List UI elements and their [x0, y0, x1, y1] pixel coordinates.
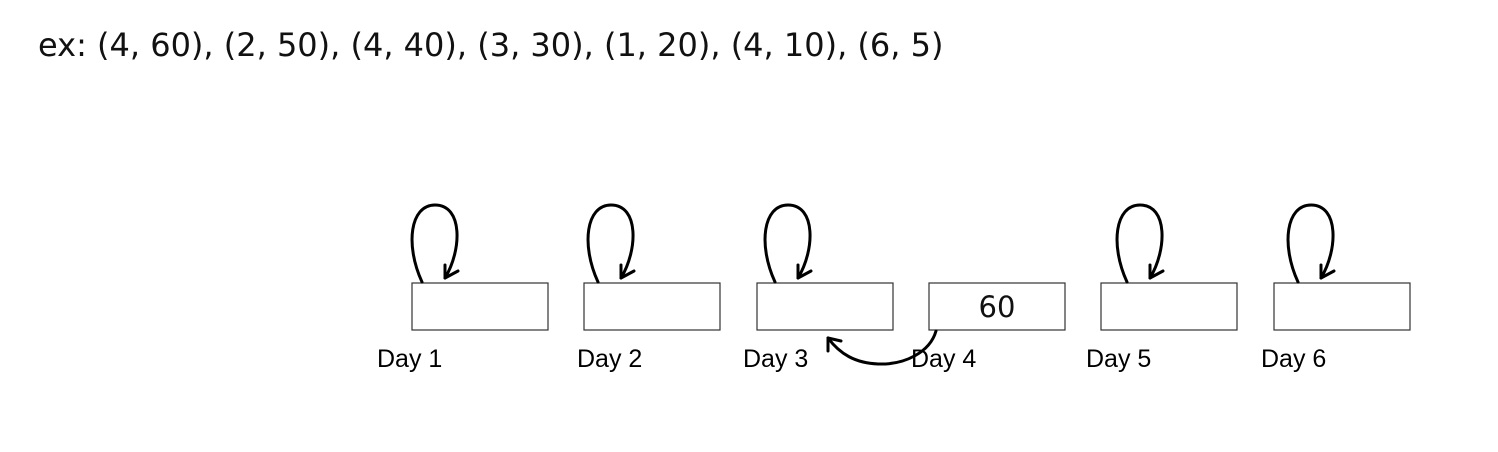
day-slot-4: 60 Day 4 [826, 282, 1066, 373]
day-2-label: Day 2 [577, 345, 642, 373]
day-4-to-day-3-arrow [826, 329, 938, 366]
day-slot-5: Day 5 [1086, 203, 1238, 373]
day-4-label: Day 4 [911, 345, 976, 373]
day-3-label: Day 3 [743, 345, 808, 373]
day-6-label: Day 6 [1261, 345, 1326, 373]
day-5-label: Day 5 [1086, 345, 1151, 373]
day-5-self-loop-arrow [1115, 203, 1165, 284]
day-6-box [1273, 282, 1411, 331]
day-4-value: 60 [979, 290, 1016, 324]
day-2-box [583, 282, 721, 331]
day-slot-2: Day 2 [577, 203, 721, 373]
day-2-self-loop-arrow [586, 203, 636, 284]
day-1-box [411, 282, 549, 331]
day-4-box [928, 282, 1066, 331]
day-1-label: Day 1 [377, 345, 442, 373]
day-5-box [1100, 282, 1238, 331]
day-slot-1: Day 1 [377, 203, 549, 373]
day-1-self-loop-arrow [410, 203, 460, 284]
day-slot-3: Day 3 [743, 203, 894, 373]
day-3-self-loop-arrow [763, 203, 813, 284]
day-slot-6: Day 6 [1261, 203, 1411, 373]
day-3-box [756, 282, 894, 331]
example-input-text: ex: (4, 60), (2, 50), (4, 40), (3, 30), … [38, 26, 944, 64]
day-6-self-loop-arrow [1286, 203, 1336, 284]
